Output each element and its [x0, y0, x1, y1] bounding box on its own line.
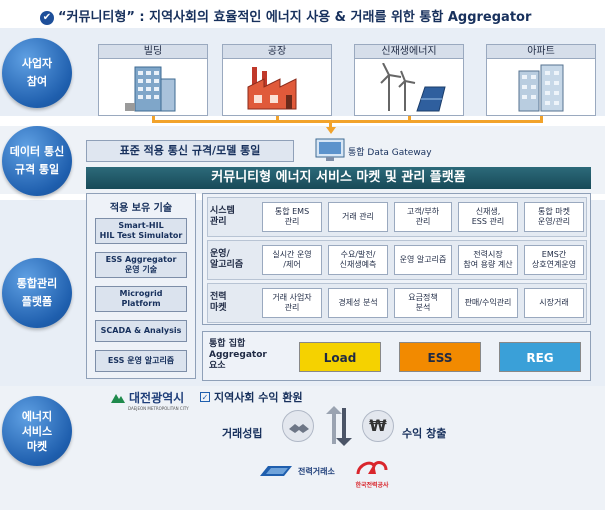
gateway — [312, 137, 348, 167]
wind-solar-icon — [380, 63, 446, 112]
tech-header: 적용 보유 기술 — [109, 203, 173, 214]
page-title: ✔ “커뮤니티형” : 지역사회의 효율적인 에너지 사용 & 거래를 위한 통합… — [40, 6, 600, 25]
kepco-mark-icon — [356, 461, 388, 475]
factory-icon — [247, 67, 297, 110]
connector-line — [152, 120, 543, 123]
connector-line — [329, 120, 332, 128]
function-cell: 운영 알고리즘 — [394, 245, 452, 275]
tech-item: SCADA & Analysis — [95, 320, 187, 342]
revenue-label: ✓ 지역사회 수익 환원 — [200, 391, 303, 404]
participant-renewable: 신재생에너지 — [354, 44, 464, 116]
building-icon — [125, 66, 176, 112]
participant-factory: 공장 — [222, 44, 332, 116]
function-cell: 경제성 분석 — [328, 288, 388, 318]
function-cell: 실시간 운영/제어 — [262, 245, 322, 275]
apartment-icon — [518, 64, 564, 112]
handshake-icon — [282, 410, 314, 442]
checkbox-icon: ✓ — [200, 392, 210, 402]
row-label: 운영/알고리즘 — [210, 249, 244, 270]
connector-line — [152, 116, 155, 122]
participant-label: 아파트 — [487, 45, 595, 59]
participant-label: 공장 — [223, 45, 331, 59]
aggregator-reg: REG — [499, 342, 581, 372]
participant-building: 빌딩 — [98, 44, 208, 116]
connector-line — [276, 116, 279, 122]
aggregator-load: Load — [299, 342, 381, 372]
arrow-down-icon — [326, 127, 336, 134]
row-operation: 운영/알고리즘 실시간 운영/제어 수요/발전/신재생예측 운영 알고리즘 전력… — [207, 240, 587, 280]
title-text: “커뮤니티형” : 지역사회의 효율적인 에너지 사용 & 거래를 위한 통합 … — [58, 10, 532, 25]
won-icon: ₩ — [362, 410, 394, 442]
function-cell: 시장거래 — [524, 288, 584, 318]
connector-line — [408, 116, 411, 122]
kpx-logo: 전력거래소 — [258, 464, 335, 478]
check-icon: ✔ — [40, 11, 54, 25]
band-market — [0, 386, 605, 510]
kepco-logo: 한국전력공사 — [352, 458, 392, 489]
gateway-label: 통합 Data Gateway — [348, 148, 432, 158]
function-cell: 신재생,ESS 관리 — [458, 202, 518, 232]
monitor-icon — [315, 138, 345, 161]
platform-title: 커뮤니티형 에너지 서비스 마켓 및 관리 플랫폼 — [86, 167, 591, 189]
daejeon-emblem-icon — [111, 393, 125, 403]
participant-label: 빌딩 — [99, 45, 207, 59]
kpx-mark-icon — [260, 466, 292, 476]
aggregator-ess: ESS — [399, 342, 481, 372]
connector-line — [540, 116, 543, 122]
trade-label: 거래성립 — [222, 427, 263, 440]
exchange-arrows-icon — [322, 404, 358, 452]
function-cell: 거래 관리 — [328, 202, 388, 232]
daejeon-logo: 대전광역시 DAEJEON METROPOLITAN CITY — [110, 389, 189, 411]
participant-label: 신재생에너지 — [355, 45, 463, 59]
function-cell: 수요/발전/신재생예측 — [328, 245, 388, 275]
profit-label: 수익 창출 — [402, 427, 447, 440]
standard-box: 표준 적용 통신 규격/모델 통일 — [86, 140, 294, 162]
function-cell: 판매/수익관리 — [458, 288, 518, 318]
participant-apartment: 아파트 — [486, 44, 596, 116]
tech-item: ESS 운영 알고리즘 — [95, 350, 187, 372]
